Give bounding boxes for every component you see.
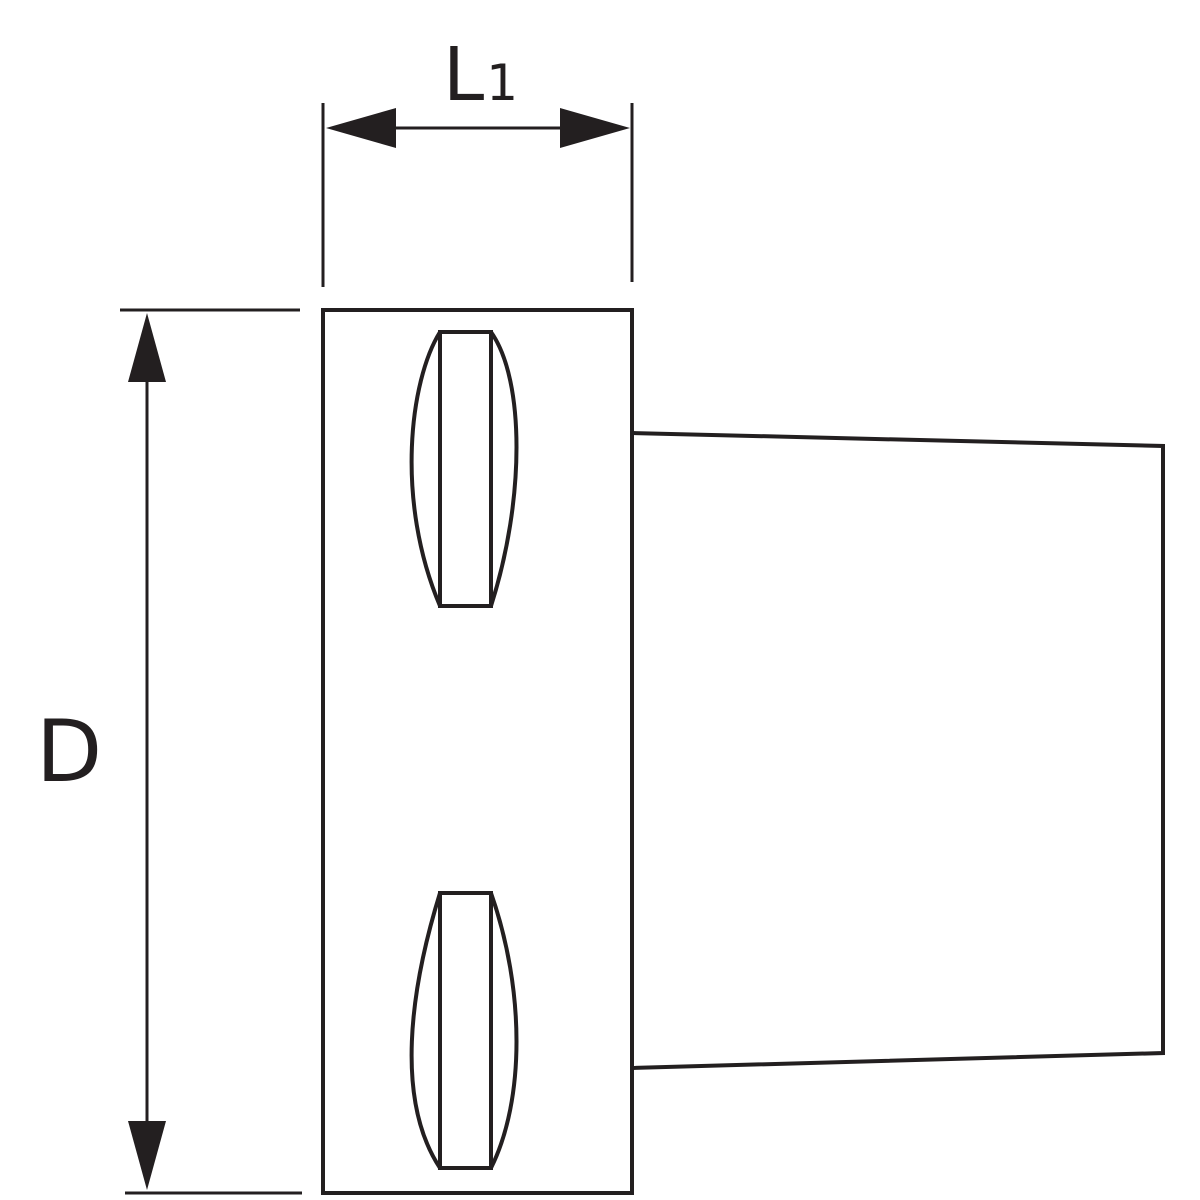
- diameter-label: D: [36, 702, 102, 802]
- length-dimension: L1: [321, 32, 634, 287]
- length-label-subscript: 1: [486, 54, 518, 112]
- upper-slot: [409, 330, 519, 608]
- length-arrow-right: [560, 108, 630, 148]
- lower-slot-key: [438, 891, 493, 1170]
- lower-slot-left-curve: [409, 892, 442, 1170]
- length-label: L1: [443, 32, 518, 118]
- length-arrow-left: [326, 108, 396, 148]
- length-label-main: L: [443, 32, 484, 118]
- lower-slot-right-curve: [489, 892, 519, 1169]
- flange-body: [321, 308, 634, 1195]
- diameter-arrow-top: [128, 313, 166, 382]
- diameter-arrow-bottom: [128, 1121, 166, 1190]
- upper-slot-key: [438, 330, 493, 608]
- lower-slot: [409, 891, 519, 1170]
- upper-slot-left-curve: [409, 330, 442, 607]
- shank-body: [631, 431, 1165, 1070]
- upper-slot-right-curve: [489, 330, 519, 607]
- diameter-dimension: D: [36, 308, 302, 1195]
